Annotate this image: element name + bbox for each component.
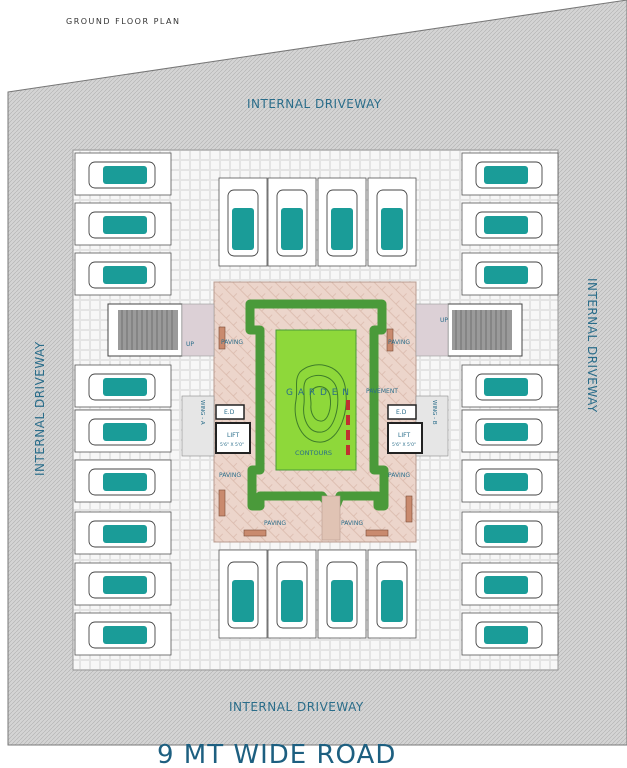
road-label: 9 MT WIDE ROAD — [157, 740, 396, 768]
garden-lawn — [275, 329, 357, 471]
paving-label-6: PAVING — [341, 520, 363, 527]
driveway-top-label: INTERNAL DRIVEWAY — [247, 97, 382, 111]
car-icon — [475, 211, 543, 239]
parking-space — [218, 549, 268, 639]
driveway-bottom-label: INTERNAL DRIVEWAY — [229, 700, 364, 714]
lift-left — [215, 422, 251, 454]
pavement-label: PAVEMENT — [366, 388, 398, 395]
car-icon — [475, 418, 543, 446]
parking-space — [367, 549, 417, 639]
wing-a-block — [181, 395, 215, 457]
parking-space — [461, 562, 559, 606]
paving-label-4: PAVING — [388, 472, 410, 479]
lift-right — [387, 422, 423, 454]
car-icon — [88, 418, 156, 446]
paving-label-5: PAVING — [264, 520, 286, 527]
driveway-right-label: INTERNAL DRIVEWAY — [585, 278, 599, 413]
lift-left-label: LIFT — [227, 432, 239, 439]
parking-space — [267, 177, 317, 267]
red-markers — [346, 400, 350, 455]
car-icon — [88, 468, 156, 496]
car-icon — [88, 571, 156, 599]
parking-space — [267, 549, 317, 639]
car-icon — [88, 161, 156, 189]
parking-space — [461, 202, 559, 246]
car-icon — [475, 373, 543, 401]
parking-space — [74, 409, 172, 453]
lift-left-size: 5'6" X 5'0" — [220, 442, 244, 448]
car-icon — [376, 561, 408, 629]
lift-right-size: 5'6" X 5'0" — [392, 442, 416, 448]
parking-space — [461, 459, 559, 503]
garden-contours — [294, 364, 347, 443]
wing-a-label: WING - A — [199, 400, 205, 425]
parking-space — [461, 612, 559, 656]
car-icon — [376, 189, 408, 257]
parking-space — [74, 252, 172, 296]
car-icon — [475, 261, 543, 289]
car-icon — [88, 373, 156, 401]
stair-left — [107, 303, 215, 357]
stair-right-up-label: UP — [440, 317, 448, 324]
parking-space — [74, 511, 172, 555]
car-icon — [276, 189, 308, 257]
parking-space — [461, 511, 559, 555]
car-icon — [475, 468, 543, 496]
parking-space — [461, 252, 559, 296]
parking-space — [74, 364, 172, 408]
parking-space — [461, 152, 559, 196]
lift-right-label: LIFT — [398, 432, 410, 439]
parking-space — [317, 177, 367, 267]
garden-label: G A R D E N — [286, 388, 350, 398]
car-icon — [475, 621, 543, 649]
parking-space — [74, 202, 172, 246]
ed-right — [387, 404, 417, 420]
parking-space — [461, 409, 559, 453]
car-icon — [326, 189, 358, 257]
car-icon — [88, 261, 156, 289]
paving-label-1: PAVING — [221, 339, 243, 346]
parking-space — [317, 549, 367, 639]
parking-spaces — [74, 152, 559, 656]
paving-label-2: PAVING — [388, 339, 410, 346]
car-icon — [227, 189, 259, 257]
ed-left-label: E.D — [224, 409, 235, 416]
car-icon — [88, 621, 156, 649]
parking-space — [74, 612, 172, 656]
parking-space — [74, 459, 172, 503]
contours-label: CONTOURS — [295, 449, 332, 457]
car-icon — [276, 561, 308, 629]
car-icon — [88, 211, 156, 239]
parking-space — [367, 177, 417, 267]
driveway-left-label: INTERNAL DRIVEWAY — [33, 341, 47, 476]
ed-right-label: E.D — [396, 409, 407, 416]
parking-space — [461, 364, 559, 408]
car-icon — [326, 561, 358, 629]
car-icon — [88, 520, 156, 548]
stair-left-up-label: UP — [186, 341, 194, 348]
car-icon — [475, 571, 543, 599]
garden-path — [321, 495, 341, 541]
paving-label-3: PAVING — [219, 472, 241, 479]
ed-left — [215, 404, 245, 420]
wing-b-label: WING - B — [431, 400, 437, 425]
car-icon — [227, 561, 259, 629]
benches — [218, 326, 413, 537]
parking-space — [74, 562, 172, 606]
stair-right — [415, 303, 523, 357]
parking-space — [74, 152, 172, 196]
car-icon — [475, 520, 543, 548]
plan-title: GROUND FLOOR PLAN — [66, 17, 181, 26]
parking-space — [218, 177, 268, 267]
car-icon — [475, 161, 543, 189]
